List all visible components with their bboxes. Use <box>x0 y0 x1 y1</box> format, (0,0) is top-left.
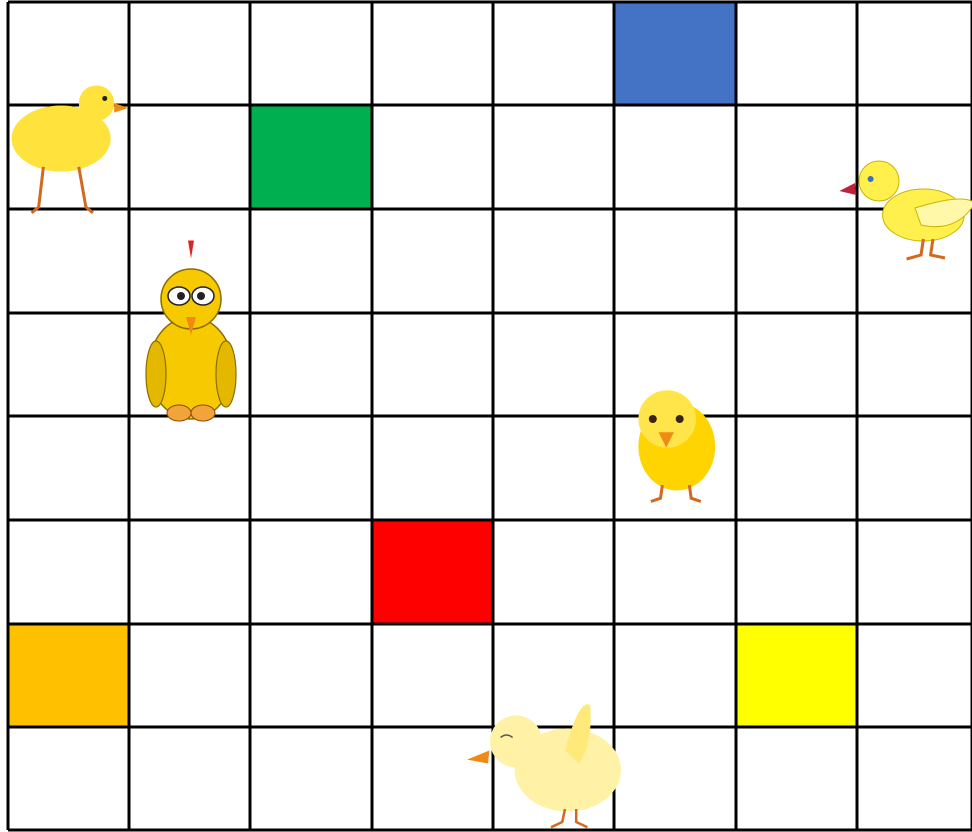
chick-head <box>490 715 542 767</box>
chick-leg <box>689 485 701 502</box>
chick-foot <box>191 405 215 421</box>
chick-beak <box>839 183 856 195</box>
chick-pupil <box>177 292 185 300</box>
chick-pupil <box>197 292 205 300</box>
owl-eyed-chick-icon[interactable] <box>146 241 236 422</box>
chick-eye <box>676 415 684 423</box>
chick-comb <box>188 241 194 259</box>
pale-chick-icon[interactable] <box>467 704 621 827</box>
red-cell[interactable] <box>372 520 493 624</box>
chick-head <box>859 161 899 201</box>
chick-head <box>79 85 114 120</box>
chick-leg <box>907 239 924 259</box>
chick-leg <box>551 809 565 827</box>
chick-wing <box>146 341 166 407</box>
green-cell[interactable] <box>250 105 372 209</box>
chick-eye <box>868 176 874 182</box>
chick-wing <box>216 341 236 407</box>
chick-leg <box>79 167 93 213</box>
chick-leg <box>32 167 44 213</box>
chick-eye <box>649 415 657 423</box>
blue-cell[interactable] <box>614 2 736 105</box>
chick-leg <box>651 485 663 502</box>
round-chick-icon[interactable] <box>638 390 715 501</box>
chick-beak <box>467 751 489 764</box>
chick-leg <box>931 239 945 258</box>
chick-foot <box>167 405 191 421</box>
yellow-cell[interactable] <box>736 624 857 727</box>
orange-cell[interactable] <box>8 624 129 727</box>
chick-eye <box>102 96 107 101</box>
chick-leg <box>576 809 587 827</box>
